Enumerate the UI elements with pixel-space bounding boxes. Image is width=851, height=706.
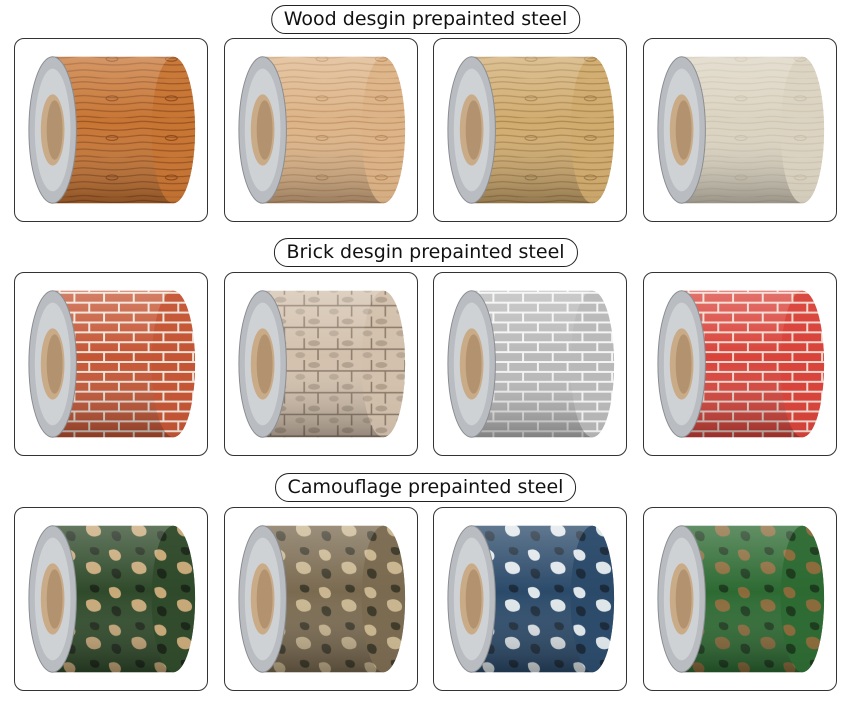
card-camo-2[interactable] <box>224 507 418 691</box>
steel-coil-image <box>28 290 196 438</box>
card-camo-1[interactable] <box>14 507 208 691</box>
steel-coil-image <box>657 290 825 438</box>
steel-coil-image <box>238 56 406 204</box>
card-brick-1[interactable] <box>14 272 208 456</box>
section-title-camouflage: Camouflage prepainted steel <box>274 473 577 502</box>
card-camo-3[interactable] <box>433 507 627 691</box>
card-wood-1[interactable] <box>14 38 208 222</box>
steel-coil-image <box>447 290 615 438</box>
steel-coil-image <box>28 525 196 673</box>
steel-coil-image <box>28 56 196 204</box>
steel-coil-image <box>657 525 825 673</box>
steel-coil-image <box>447 525 615 673</box>
section-title-brick: Brick desgin prepainted steel <box>273 238 578 267</box>
card-wood-4[interactable] <box>643 38 837 222</box>
steel-coil-image <box>447 56 615 204</box>
card-brick-2[interactable] <box>224 272 418 456</box>
card-camo-4[interactable] <box>643 507 837 691</box>
card-brick-3[interactable] <box>433 272 627 456</box>
card-wood-3[interactable] <box>433 38 627 222</box>
card-wood-2[interactable] <box>224 38 418 222</box>
section-title-wood: Wood desgin prepainted steel <box>270 5 581 34</box>
steel-coil-image <box>238 525 406 673</box>
steel-coil-image <box>657 56 825 204</box>
card-brick-4[interactable] <box>643 272 837 456</box>
steel-coil-image <box>238 290 406 438</box>
